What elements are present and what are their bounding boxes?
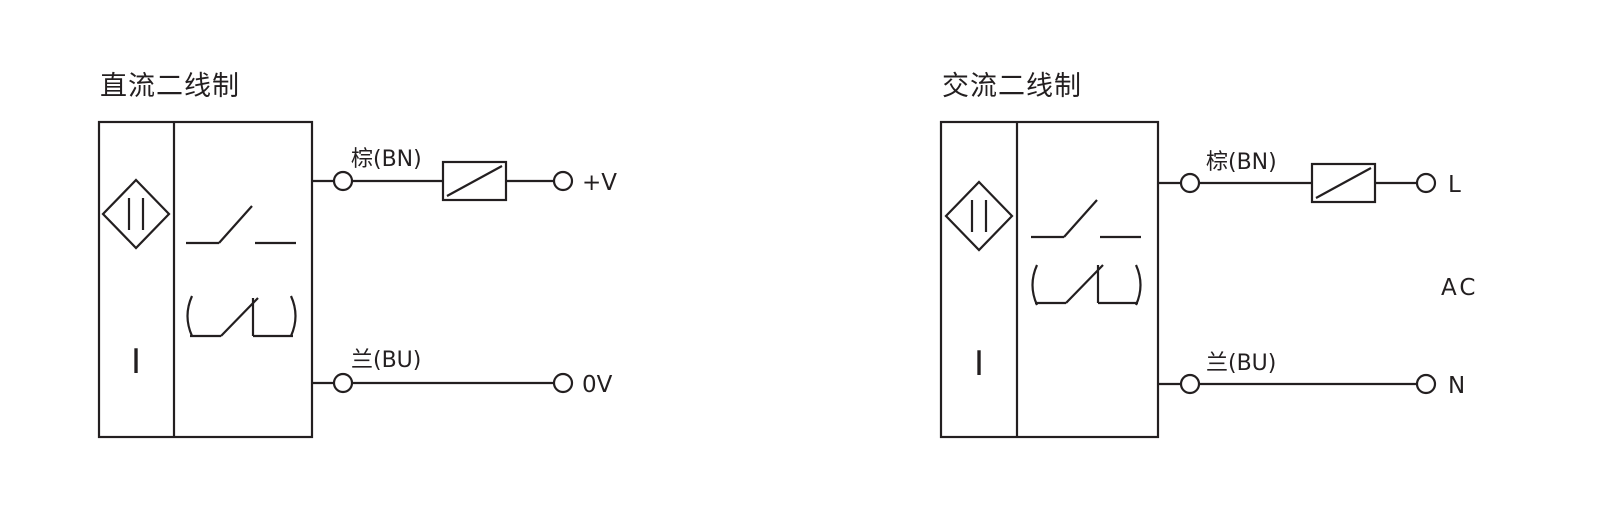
ac-top-terminal-label: L (1448, 172, 1461, 198)
ac-no-contact-icon (1031, 199, 1141, 239)
dc-top-terminal (552, 170, 574, 192)
dc-bottom-terminal-label: 0V (582, 372, 613, 398)
dc-two-wire-title: 直流二线制 (100, 71, 240, 102)
dc-top-terminal-label: +V (582, 170, 617, 196)
dc-sensor-body (97, 120, 314, 439)
ac-two-wire-title: 交流二线制 (942, 71, 1082, 102)
dc-bottom-node (332, 372, 354, 394)
ac-top-node (1179, 172, 1201, 194)
ac-bottom-wire-label: 兰(BU) (1206, 351, 1276, 376)
ac-top-terminal (1415, 172, 1437, 194)
ac-load-icon (1310, 162, 1377, 204)
ac-nc-contact-icon (1031, 264, 1142, 306)
dc-sensing-element-icon (101, 178, 171, 250)
ac-bottom-terminal (1415, 373, 1437, 395)
dc-load-icon (441, 160, 508, 202)
dc-bottom-terminal (552, 372, 574, 394)
ac-bottom-node (1179, 373, 1201, 395)
ac-sensing-element-icon (944, 180, 1014, 252)
dc-nc-contact-icon (186, 295, 297, 338)
dc-bottom-wire-label: 兰(BU) (351, 348, 421, 373)
ac-bottom-terminal-label: N (1448, 373, 1465, 399)
dc-top-wire-label: 棕(BN) (351, 147, 422, 172)
ac-sensor-label: I (974, 344, 984, 384)
ac-supply-label: AC (1441, 275, 1478, 301)
ac-diagram: I L 棕(BN) AC N 兰(BU) (939, 120, 1478, 439)
dc-diagram: I +V 棕(BN) 0V (97, 120, 617, 439)
dc-sensor-label: I (131, 342, 141, 382)
dc-no-contact-icon (186, 205, 296, 245)
dc-top-node (332, 170, 354, 192)
ac-top-wire-label: 棕(BN) (1206, 150, 1277, 175)
ac-sensor-body (939, 120, 1160, 439)
